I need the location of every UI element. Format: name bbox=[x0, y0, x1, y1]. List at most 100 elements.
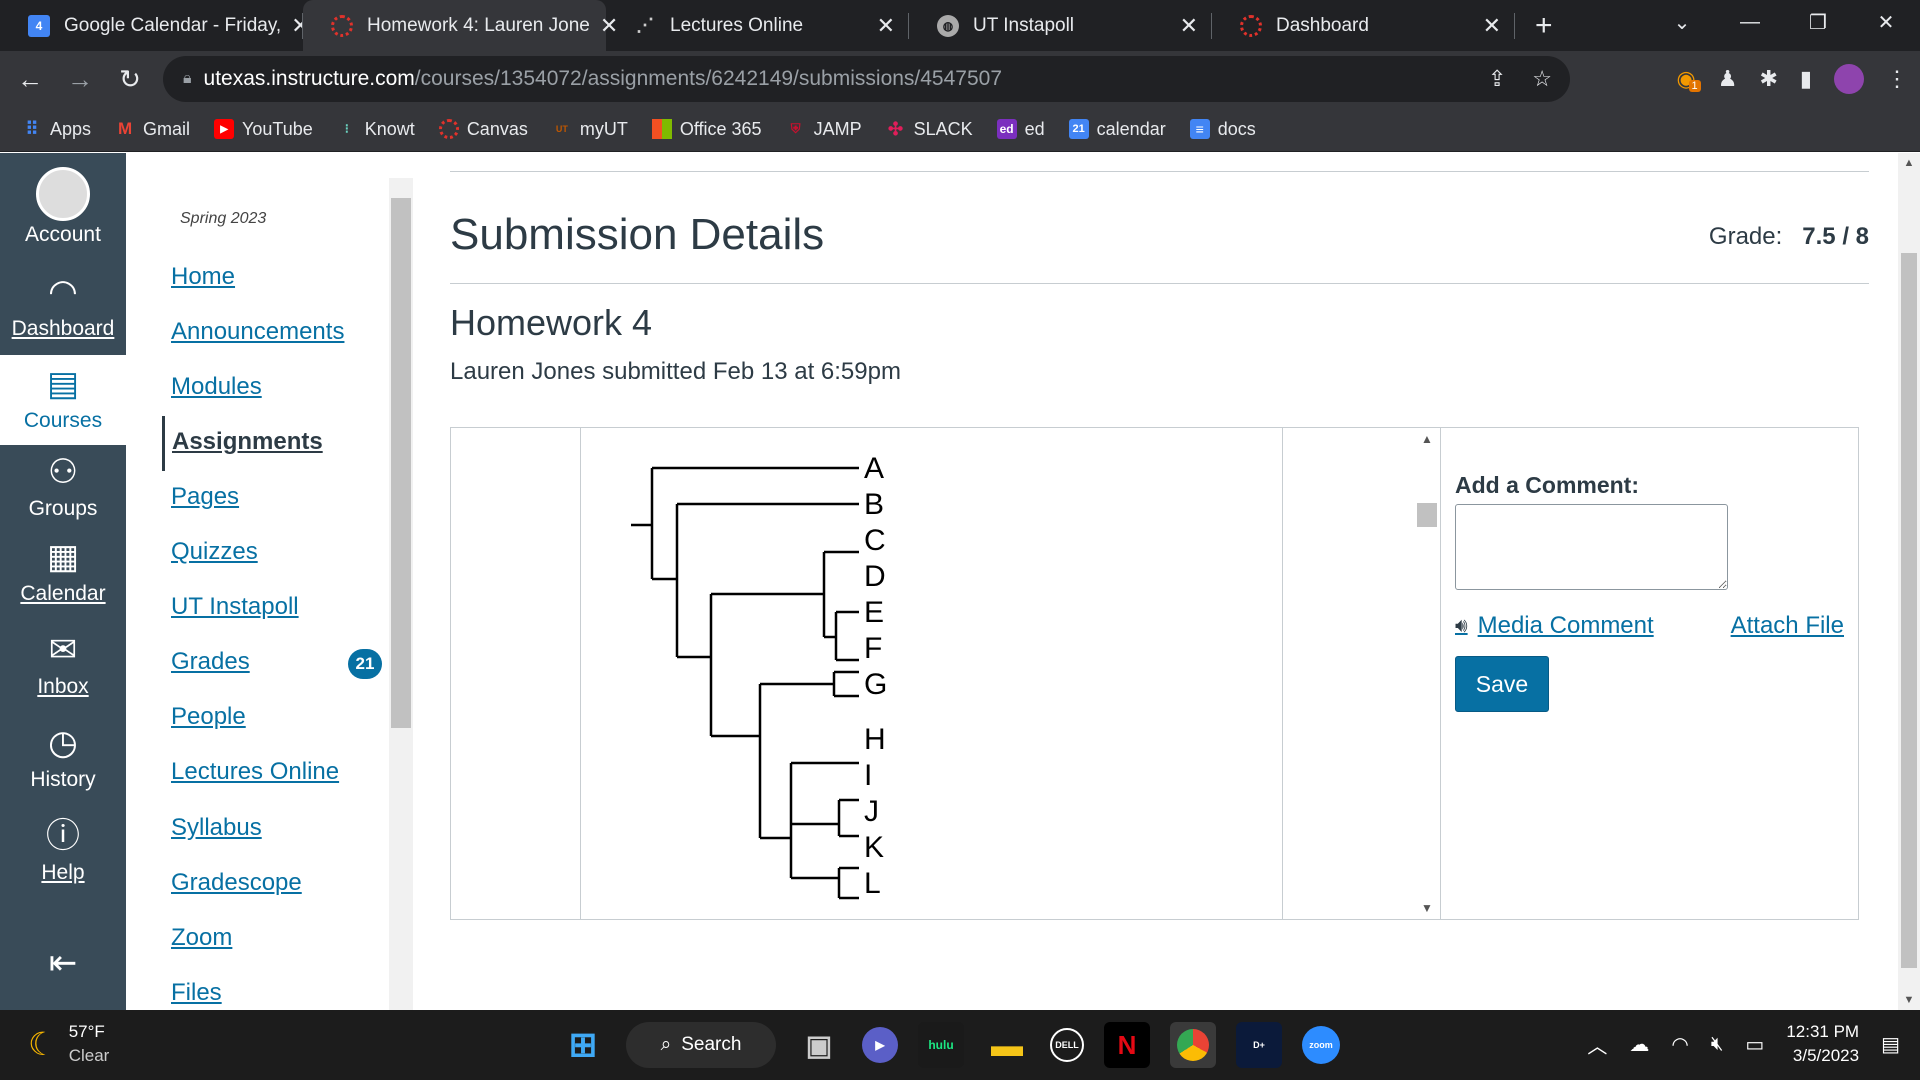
close-icon[interactable]: ✕ bbox=[876, 12, 895, 38]
tree-leaf-label: K bbox=[864, 831, 884, 864]
start-icon[interactable]: ⊞ bbox=[568, 1026, 598, 1064]
bookmark-label: JAMP bbox=[813, 118, 862, 139]
bookmark-canvas[interactable]: Canvas bbox=[438, 119, 528, 140]
temperature: 57°F bbox=[68, 1022, 105, 1041]
bookmark-slack[interactable]: ✣SLACK bbox=[886, 119, 973, 140]
bookmark-office[interactable]: Office 365 bbox=[651, 119, 762, 140]
url-bar[interactable]: 🔒︎ utexas.instructure.com/courses/135407… bbox=[163, 56, 1570, 102]
back-icon[interactable]: ← bbox=[17, 63, 43, 94]
bookmark-label: SLACK bbox=[913, 118, 973, 139]
nav-inbox[interactable]: ✉ Inbox bbox=[0, 631, 126, 699]
share-icon[interactable]: ⇪ bbox=[1487, 66, 1507, 91]
forward-icon[interactable]: → bbox=[67, 63, 93, 94]
course-link-pages[interactable]: Pages bbox=[171, 483, 240, 510]
minimize-icon[interactable]: — bbox=[1740, 11, 1760, 33]
nav-label: Inbox bbox=[37, 675, 89, 698]
bookmark-apps[interactable]: ⠿Apps bbox=[22, 119, 91, 140]
profile-avatar[interactable] bbox=[1834, 64, 1864, 94]
tab-search-icon[interactable]: ⌄ bbox=[1673, 12, 1691, 34]
course-nav-scrollbar[interactable] bbox=[389, 178, 413, 1010]
nav-account[interactable]: Account bbox=[0, 167, 126, 247]
attach-file-link[interactable]: Attach File bbox=[1730, 612, 1844, 639]
bookmark-docs[interactable]: ≡docs bbox=[1189, 119, 1256, 140]
course-link-home[interactable]: Home bbox=[171, 263, 236, 290]
tree-leaf-label: B bbox=[864, 488, 884, 521]
course-link-assignments[interactable]: Assignments bbox=[162, 416, 323, 471]
nav-calendar[interactable]: ▦ Calendar bbox=[0, 538, 126, 606]
wifi-icon[interactable]: ◠ bbox=[1671, 1033, 1689, 1056]
course-link-syllabus[interactable]: Syllabus bbox=[171, 814, 262, 841]
task-view-icon[interactable]: ▣ bbox=[805, 1029, 833, 1061]
course-link-gradescope[interactable]: Gradescope bbox=[171, 869, 302, 896]
nav-courses[interactable]: ▤ Courses bbox=[0, 355, 126, 445]
nav-history[interactable]: ◷ History bbox=[0, 724, 126, 792]
menu-icon[interactable]: ⋮ bbox=[1886, 66, 1908, 91]
inbox-icon: ✉ bbox=[48, 631, 78, 669]
course-link-modules[interactable]: Modules bbox=[171, 373, 262, 400]
bookmark-star-icon[interactable]: ☆ bbox=[1532, 66, 1552, 91]
course-link-lectures-online[interactable]: Lectures Online bbox=[171, 758, 340, 785]
chrome-icon[interactable] bbox=[1170, 1022, 1216, 1068]
nav-dashboard[interactable]: ◠ Dashboard bbox=[0, 273, 126, 341]
new-tab-button[interactable]: + bbox=[1535, 8, 1553, 42]
hulu-icon[interactable]: hulu bbox=[918, 1022, 964, 1068]
collapse-nav-icon[interactable]: ⇤ bbox=[48, 944, 78, 982]
battery-icon[interactable]: ▭ bbox=[1745, 1033, 1765, 1056]
restore-icon[interactable]: ❐ bbox=[1809, 12, 1827, 34]
chevron-up-icon[interactable]: ︿ bbox=[1587, 1035, 1608, 1058]
nav-groups[interactable]: ⚇ Groups bbox=[0, 453, 126, 521]
dell-icon[interactable]: DELL bbox=[1050, 1028, 1084, 1062]
comment-textarea[interactable] bbox=[1455, 504, 1728, 590]
tab-title: Homework 4: Lauren Jone bbox=[367, 14, 590, 36]
volume-muted-icon[interactable]: 🔇︎ bbox=[1710, 1032, 1724, 1055]
course-link-files[interactable]: Files bbox=[171, 979, 222, 1006]
folder-icon[interactable]: ▬ bbox=[991, 1026, 1023, 1063]
tab-google-calendar[interactable]: 4 Google Calendar - Friday, ✕ bbox=[0, 0, 310, 51]
puzzle-icon[interactable]: ✱ bbox=[1759, 66, 1778, 91]
extension-icon[interactable]: ◉1 bbox=[1677, 66, 1701, 92]
cloud-icon[interactable]: ☁ bbox=[1629, 1033, 1650, 1056]
close-window-icon[interactable]: ✕ bbox=[1877, 12, 1895, 34]
bookmark-knowt[interactable]: ⁝Knowt bbox=[337, 119, 415, 140]
bookmark-jamp[interactable]: ⛨JAMP bbox=[786, 119, 862, 140]
notification-icon[interactable]: ▤ bbox=[1881, 1033, 1900, 1056]
course-link-grades[interactable]: Grades bbox=[171, 648, 250, 675]
course-link-announcements[interactable]: Announcements bbox=[171, 318, 345, 345]
side-panel-icon[interactable]: ▮ bbox=[1799, 66, 1812, 91]
tab-lectures-online[interactable]: ⋰ Lectures Online ✕ bbox=[606, 0, 909, 51]
course-link-ut-instapoll[interactable]: UT Instapoll bbox=[171, 593, 299, 620]
media-comment-link[interactable]: 🔊︎Media Comment bbox=[1455, 612, 1654, 640]
document-scrollbar[interactable]: ▲ ▼ bbox=[1414, 428, 1440, 919]
close-icon[interactable]: ✕ bbox=[599, 12, 619, 38]
page-scrollbar[interactable]: ▲ ▼ bbox=[1898, 153, 1920, 1010]
disney-icon[interactable]: D+ bbox=[1236, 1022, 1282, 1068]
bookmark-youtube[interactable]: ▶YouTube bbox=[214, 119, 313, 140]
grade-display: Grade:7.5 / 8 bbox=[1709, 223, 1869, 251]
taskbar-search[interactable]: ⌕Search bbox=[626, 1022, 776, 1068]
netflix-icon[interactable]: N bbox=[1104, 1022, 1150, 1068]
close-icon[interactable]: ✕ bbox=[1482, 12, 1501, 38]
teams-icon[interactable]: ▶ bbox=[862, 1027, 898, 1063]
tab-homework[interactable]: Homework 4: Lauren Jone ✕ bbox=[303, 0, 618, 51]
tab-dashboard[interactable]: Dashboard ✕ bbox=[1212, 0, 1515, 51]
bookmark-label: Apps bbox=[50, 118, 92, 139]
extension-2-icon[interactable]: ♟ bbox=[1717, 66, 1738, 91]
tree-leaf-label: E bbox=[864, 596, 884, 629]
close-icon[interactable]: ✕ bbox=[1179, 12, 1198, 38]
course-link-people[interactable]: People bbox=[171, 703, 246, 730]
course-link-quizzes[interactable]: Quizzes bbox=[171, 538, 258, 565]
save-button[interactable]: Save bbox=[1455, 656, 1549, 712]
nav-help[interactable]: ⓘ Help bbox=[0, 817, 126, 885]
zoom-icon[interactable]: zoom bbox=[1302, 1026, 1340, 1064]
tab-ut-instapoll[interactable]: ◍ UT Instapoll ✕ bbox=[909, 0, 1212, 51]
course-link-zoom[interactable]: Zoom bbox=[171, 924, 233, 951]
reload-icon[interactable]: ↻ bbox=[119, 63, 141, 94]
